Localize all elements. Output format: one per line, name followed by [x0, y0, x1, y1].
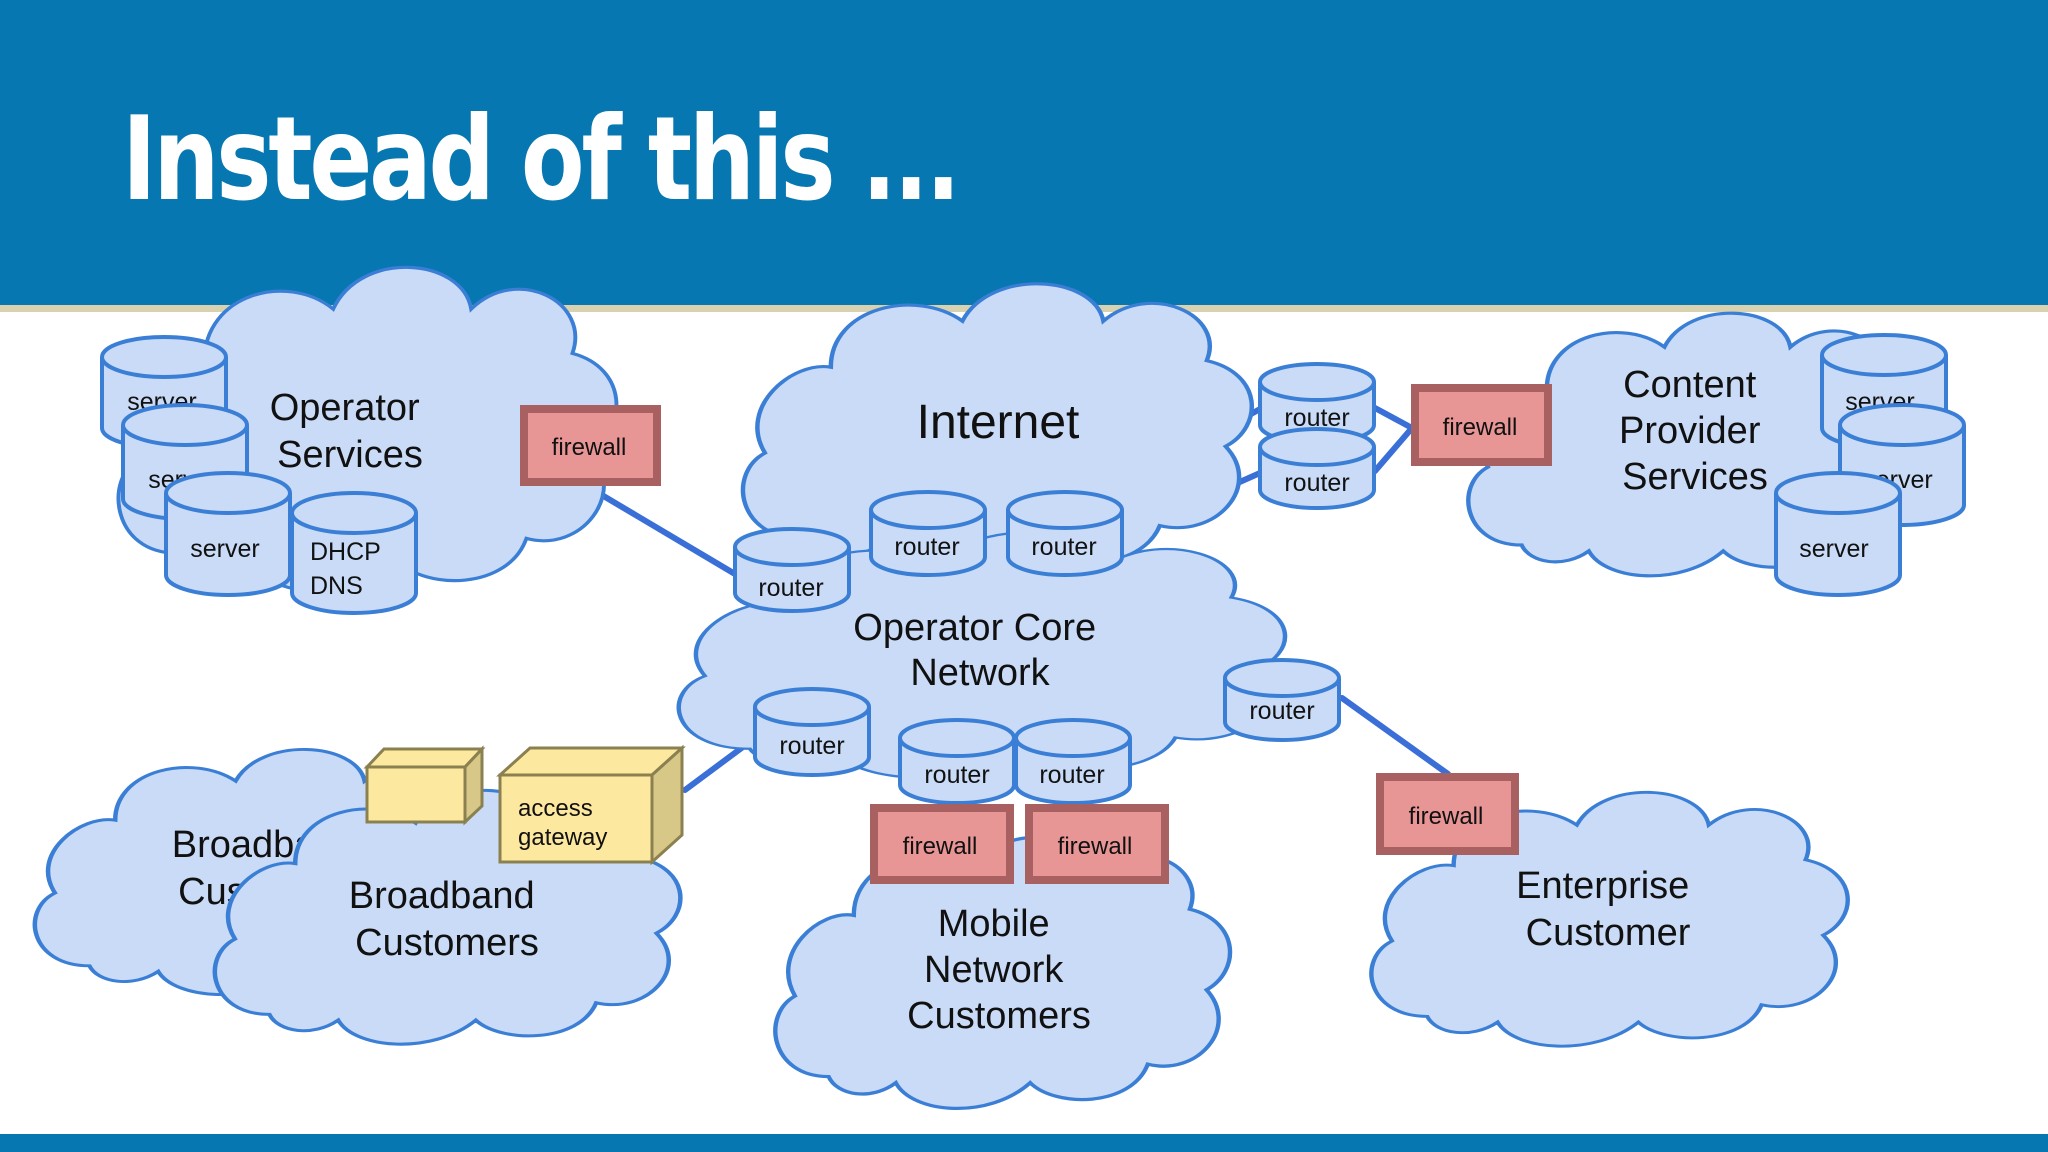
firewall-label: firewall	[1409, 803, 1484, 830]
firewall-operator-services: firewall	[520, 405, 661, 486]
router-label: router	[1031, 533, 1096, 561]
link-router2-firewall	[1372, 425, 1415, 474]
router-label: router	[924, 761, 989, 789]
cloud-label-line: Network	[924, 949, 1064, 991]
router-operator-services: router	[733, 527, 851, 613]
title-banner: Instead of this ...	[0, 0, 2048, 305]
cloud-label-line: Mobile	[938, 903, 1050, 945]
server-label: DHCP	[310, 538, 380, 566]
router-enterprise: router	[1223, 658, 1341, 742]
cloud-internet: Internet	[743, 284, 1252, 573]
router-label: router	[758, 574, 823, 602]
router-broadband: router	[753, 687, 871, 777]
gateway-label: gateway	[518, 824, 607, 851]
server-label: server	[190, 535, 259, 563]
firewall-mobile-2: firewall	[1025, 804, 1169, 884]
router-content-1: router	[1258, 362, 1376, 445]
svg-text:access gateway: access gateway	[518, 795, 607, 851]
server-content-3: server	[1774, 471, 1902, 597]
cloud-broadband-front: Broadband Customers	[215, 790, 680, 1044]
cloud-mobile-customers: Mobile Network Customers	[775, 837, 1230, 1108]
router-internet-2: router	[1006, 490, 1124, 577]
firewall-label: firewall	[1443, 414, 1518, 441]
cloud-label-line: Network	[910, 652, 1050, 694]
cloud-label-line: Services	[1622, 456, 1768, 498]
link-enterprise	[1339, 695, 1451, 777]
svg-text:Operator Core Network: Operator Core Network	[853, 607, 1106, 694]
firewall-content-provider: firewall	[1411, 384, 1552, 466]
cloud-label-line: Internet	[917, 396, 1080, 449]
router-label: router	[894, 533, 959, 561]
cloud-label-line: Customers	[355, 922, 539, 964]
svg-text:Operator Services: Operator Services	[270, 387, 431, 476]
cloud-label-line: Operator Core	[853, 607, 1096, 649]
cloud-operator-core: Operator Core Network	[679, 532, 1285, 777]
firewall-label: firewall	[1058, 833, 1133, 860]
router-mobile-2: router	[1014, 718, 1132, 805]
cloud-label-line: Content	[1623, 364, 1757, 406]
cloud-label-line: Provider	[1619, 410, 1761, 452]
link-opsvc-firewall	[587, 485, 738, 577]
svg-text:DHCP DNS: DHCP DNS	[310, 538, 387, 600]
router-internet-1: router	[869, 490, 987, 577]
cloud-content-provider: Content Provider Services	[1468, 313, 1923, 576]
router-label: router	[1039, 761, 1104, 789]
router-mobile-1: router	[898, 718, 1016, 805]
svg-text:Broadband Customers: Broadband Customers	[349, 875, 546, 964]
server-label: DNS	[310, 572, 363, 600]
cloud-enterprise-customer: Enterprise Customer	[1371, 792, 1847, 1046]
firewall-label: firewall	[552, 434, 627, 461]
svg-text:Enterprise Customer: Enterprise Customer	[1516, 865, 1700, 954]
router-label: router	[779, 732, 844, 760]
link-router1-firewall	[1372, 405, 1415, 431]
gateway-label: access	[518, 795, 593, 822]
firewall-enterprise: firewall	[1376, 773, 1519, 855]
server-dhcp-dns: DHCP DNS	[290, 491, 418, 615]
firewall-label: firewall	[903, 833, 978, 860]
svg-text:Content Provider S: Content Provider Services	[1619, 364, 1771, 498]
firewall-mobile-1: firewall	[870, 804, 1014, 884]
cloud-label-line: Customer	[1526, 912, 1691, 954]
access-gateway: access gateway	[496, 744, 686, 866]
router-label: router	[1249, 697, 1314, 725]
server-operator-3: server	[164, 471, 292, 597]
server-label: server	[1799, 535, 1868, 563]
slide-title: Instead of this ...	[122, 92, 961, 227]
cloud-label-line: Services	[277, 434, 423, 476]
router-label: router	[1284, 469, 1349, 497]
router-content-2: router	[1258, 427, 1376, 510]
cpe-box	[363, 745, 486, 826]
svg-text:Mobile Network Cus: Mobile Network Customers	[907, 903, 1091, 1037]
cloud-label-line: Operator	[270, 387, 420, 429]
cloud-label-line: Customers	[907, 995, 1091, 1037]
footer-bar	[0, 1134, 2048, 1152]
cloud-label-line: Broadband	[349, 875, 535, 917]
cloud-operator-services: Operator Services	[118, 267, 616, 591]
cloud-label-line: Enterprise	[1516, 865, 1689, 907]
